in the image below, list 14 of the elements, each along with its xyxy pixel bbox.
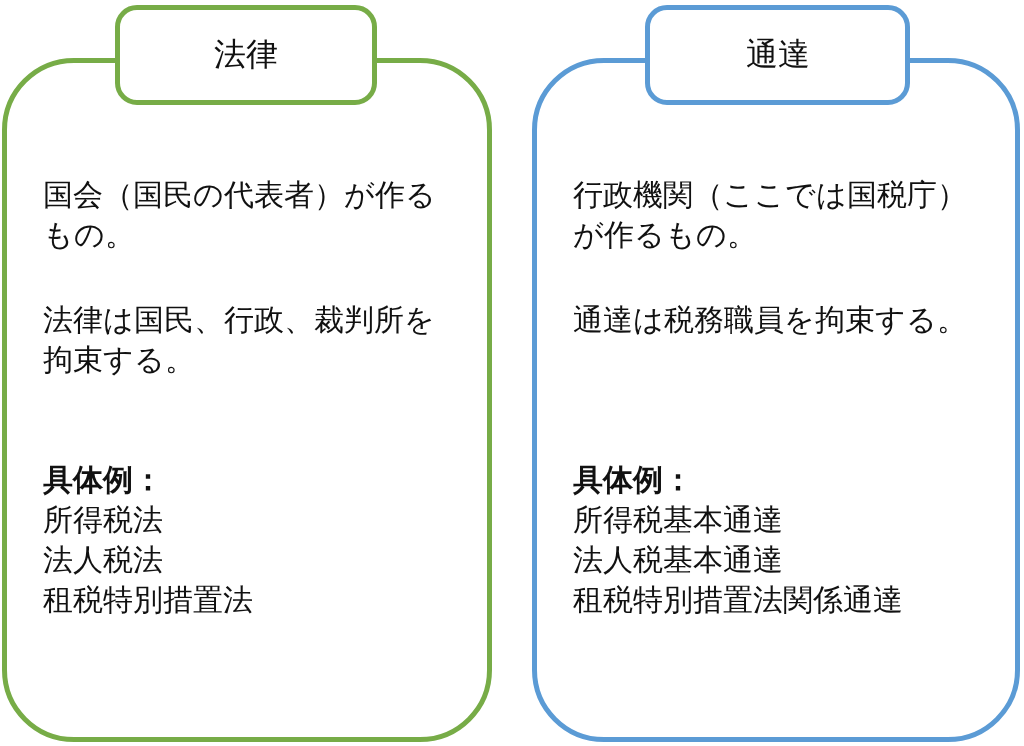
example-item: 法人税法 — [43, 541, 164, 579]
example-heading: 具体例： — [573, 461, 694, 499]
description-text: 通達は税務職員を拘束する。 — [573, 301, 968, 339]
description-text: 法律は国民、行政、裁判所を拘束する。 — [43, 301, 436, 379]
example-item: 所得税基本通達 — [573, 501, 784, 539]
example-item: 租税特別措置法関係通達 — [573, 581, 904, 619]
description-text: 国会（国民の代表者）が作るもの。 — [43, 176, 437, 254]
example-item: 租税特別措置法 — [43, 581, 254, 619]
example-item: 所得税法 — [43, 501, 164, 539]
description-text: 行政機関（ここでは国税庁）が作るもの。 — [573, 176, 968, 254]
heading-tab: 通達 — [645, 5, 910, 105]
example-heading: 具体例： — [43, 461, 164, 499]
example-item: 法人税基本通達 — [573, 541, 784, 579]
heading-tab: 法律 — [115, 5, 377, 105]
